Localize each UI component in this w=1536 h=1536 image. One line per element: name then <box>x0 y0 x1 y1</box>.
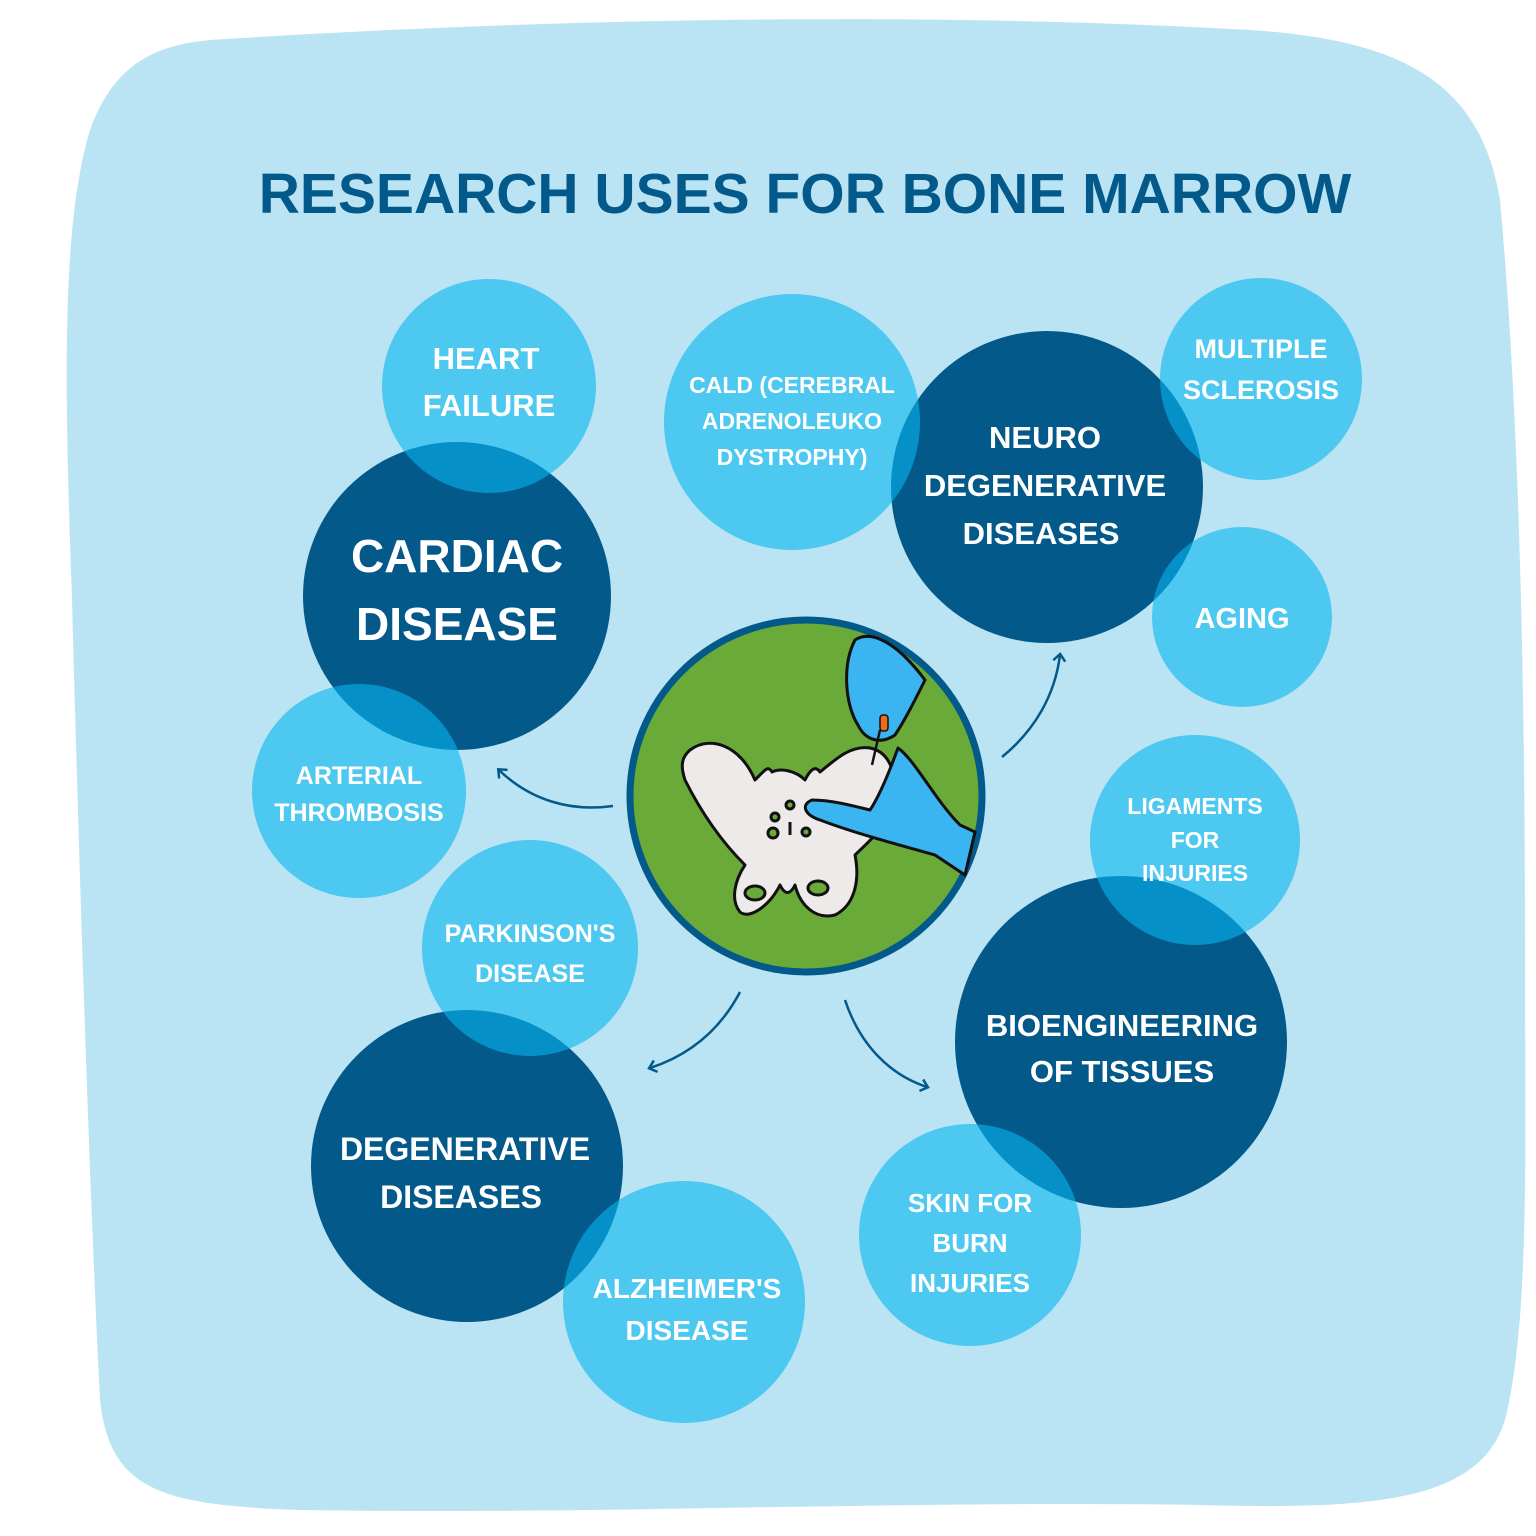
svg-text:INJURIES: INJURIES <box>910 1268 1030 1298</box>
svg-text:THROMBOSIS: THROMBOSIS <box>274 799 443 827</box>
svg-text:ARTERIAL: ARTERIAL <box>296 762 422 790</box>
svg-text:ALZHEIMER'S: ALZHEIMER'S <box>593 1273 782 1304</box>
parkinsons-circle <box>422 840 638 1056</box>
skin-burn-label: SKIN FOR BURN INJURIES <box>908 1188 1032 1298</box>
svg-text:OF TISSUES: OF TISSUES <box>1030 1054 1214 1089</box>
alzheimers-label: ALZHEIMER'S DISEASE <box>593 1273 782 1346</box>
arrow-to-bioengineering <box>843 999 930 1093</box>
svg-text:DISEASE: DISEASE <box>626 1315 749 1346</box>
multiple-sclerosis-circle <box>1160 278 1362 480</box>
arterial-thrombosis-label: ARTERIAL THROMBOSIS <box>274 762 443 827</box>
svg-text:DISEASES: DISEASES <box>963 516 1120 551</box>
cardiac-disease-circle <box>303 442 611 750</box>
svg-text:AGING: AGING <box>1194 603 1289 635</box>
bioengineering-circle <box>955 876 1287 1208</box>
cald-label: CALD (CEREBRAL ADRENOLEUKO DYSTROPHY) <box>689 372 895 470</box>
page-title: RESEARCH USES FOR BONE MARROW <box>259 162 1352 226</box>
pelvis-bone-marrow-extraction-icon <box>626 616 986 976</box>
arrow-to-degenerative <box>647 991 742 1074</box>
svg-text:DEGENERATIVE: DEGENERATIVE <box>340 1131 590 1167</box>
aging-circle <box>1152 527 1332 707</box>
svg-text:FAILURE: FAILURE <box>423 388 556 423</box>
svg-text:DYSTROPHY): DYSTROPHY) <box>717 444 868 470</box>
aging-label: AGING <box>1194 603 1289 635</box>
arrow-to-cardiac <box>496 767 614 809</box>
neuro-degenerative-circle <box>891 331 1203 643</box>
svg-text:FOR: FOR <box>1171 827 1220 853</box>
ligaments-label: LIGAMENTS FOR INJURIES <box>1127 793 1262 886</box>
arterial-thrombosis-circle <box>252 684 466 898</box>
svg-text:HEART: HEART <box>433 341 540 376</box>
alzheimers-circle <box>563 1181 805 1423</box>
ligaments-circle <box>1090 735 1300 945</box>
svg-text:DISEASE: DISEASE <box>475 960 585 988</box>
degenerative-diseases-circle <box>311 1010 623 1322</box>
cardiac-disease-label: CARDIAC DISEASE <box>351 530 563 650</box>
bioengineering-label: BIOENGINEERING OF TISSUES <box>986 1008 1258 1089</box>
skin-circle <box>859 1124 1081 1346</box>
svg-text:MULTIPLE: MULTIPLE <box>1195 334 1328 364</box>
svg-text:SCLEROSIS: SCLEROSIS <box>1183 375 1339 405</box>
parkinsons-label: PARKINSON'S DISEASE <box>445 920 616 988</box>
svg-text:PARKINSON'S: PARKINSON'S <box>445 920 616 948</box>
svg-text:DISEASE: DISEASE <box>356 598 558 650</box>
cald-circle <box>664 294 920 550</box>
svg-text:DEGENERATIVE: DEGENERATIVE <box>924 468 1166 503</box>
svg-text:CARDIAC: CARDIAC <box>351 530 563 582</box>
multiple-sclerosis-label: MULTIPLE SCLEROSIS <box>1183 334 1339 405</box>
svg-text:SKIN FOR: SKIN FOR <box>908 1188 1032 1218</box>
svg-text:DISEASES: DISEASES <box>380 1179 542 1215</box>
arrow-to-neuro <box>1001 652 1067 758</box>
neuro-degenerative-label: NEURO DEGENERATIVE DISEASES <box>924 420 1166 551</box>
svg-text:NEURO: NEURO <box>989 420 1101 455</box>
heart-failure-circle <box>382 279 596 493</box>
svg-text:INJURIES: INJURIES <box>1142 860 1248 886</box>
degenerative-diseases-label: DEGENERATIVE DISEASES <box>340 1131 590 1215</box>
svg-text:BIOENGINEERING: BIOENGINEERING <box>986 1008 1258 1043</box>
svg-text:LIGAMENTS: LIGAMENTS <box>1127 793 1262 819</box>
svg-text:BURN: BURN <box>932 1228 1007 1258</box>
heart-failure-label: HEART FAILURE <box>423 341 556 423</box>
svg-text:ADRENOLEUKO: ADRENOLEUKO <box>702 408 882 434</box>
svg-text:CALD (CEREBRAL: CALD (CEREBRAL <box>689 372 895 398</box>
